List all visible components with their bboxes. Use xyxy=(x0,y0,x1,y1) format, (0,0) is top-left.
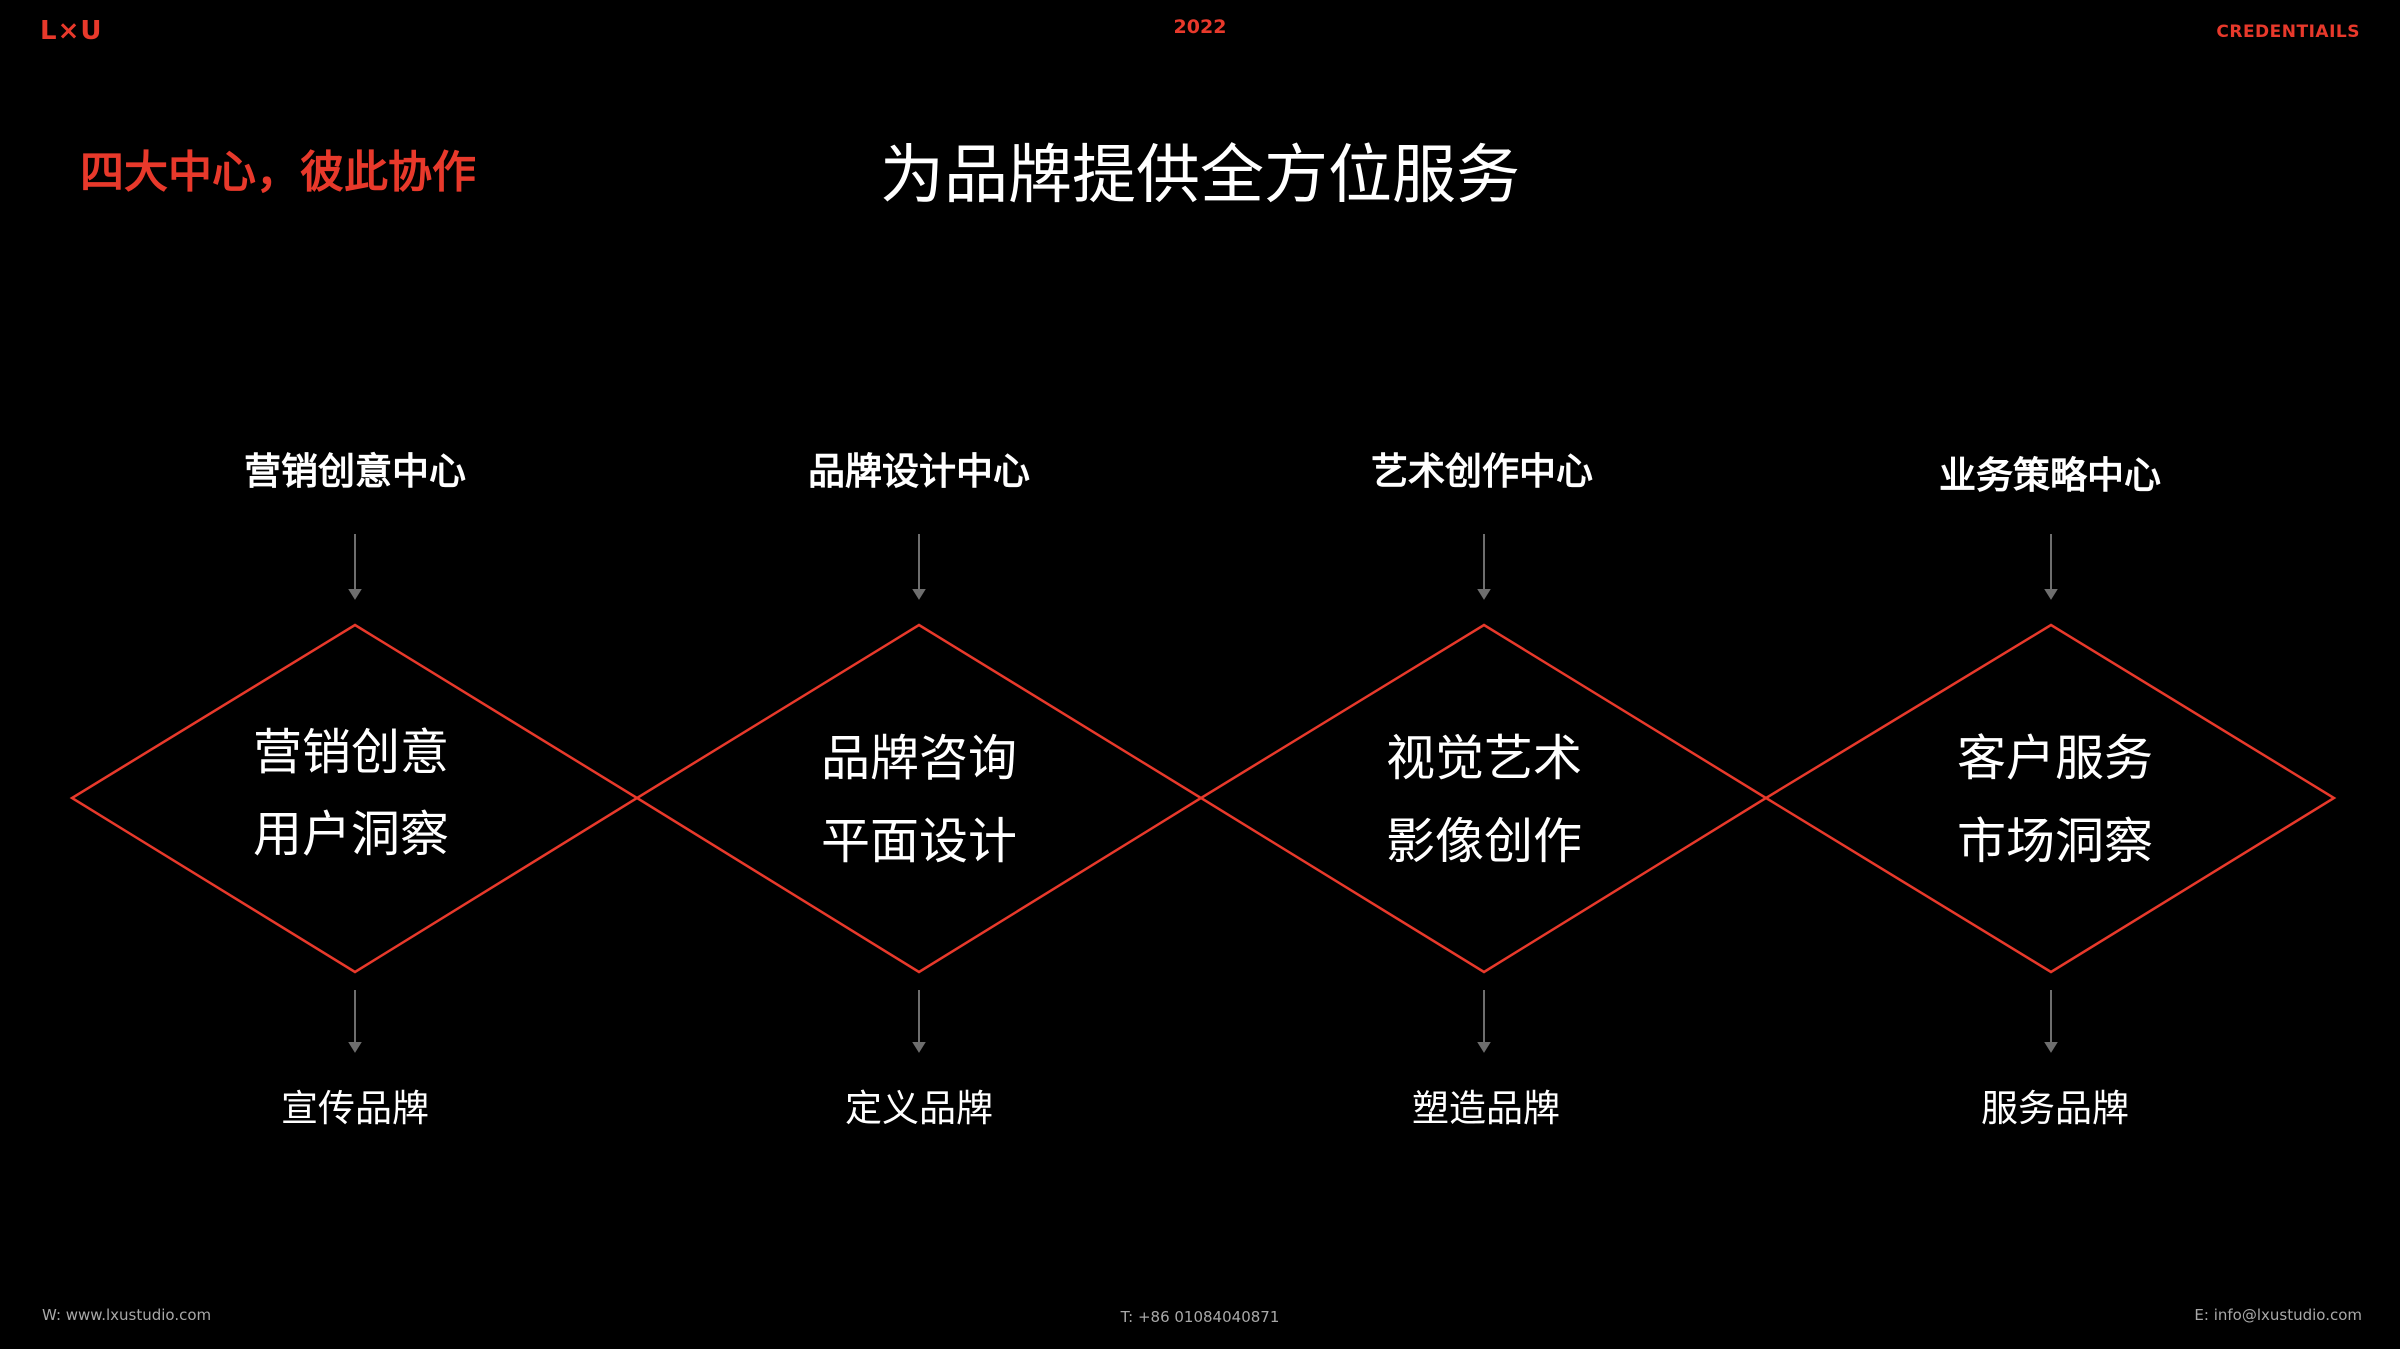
service-item: 影像创作 xyxy=(1385,813,1582,870)
service-item: 平面设计 xyxy=(820,813,1017,870)
arrow-down-icon xyxy=(1477,534,1491,600)
footer-website[interactable]: W: www.lxustudio.com xyxy=(42,1306,212,1324)
outcome-label: 宣传品牌 xyxy=(281,1087,429,1130)
service-item: 营销创意 xyxy=(252,724,449,781)
credentials-label: CREDENTIAILS xyxy=(2216,22,2360,42)
footer-email[interactable]: E: info@lxustudio.com xyxy=(2194,1306,2362,1324)
arrow-down-icon xyxy=(348,990,362,1053)
diamond-1 xyxy=(69,623,640,974)
diamond-2 xyxy=(634,623,1204,974)
service-item: 视觉艺术 xyxy=(1385,730,1582,787)
arrow-down-icon xyxy=(2044,534,2058,600)
arrow-down-icon xyxy=(348,534,362,600)
outcome-label: 塑造品牌 xyxy=(1412,1087,1560,1130)
page-title: 为品牌提供全方位服务 xyxy=(880,139,1520,213)
year-label: 2022 xyxy=(1173,16,1227,38)
service-item: 市场洞察 xyxy=(1956,813,2153,870)
footer-phone: T: +86 01084040871 xyxy=(1120,1308,1280,1326)
center-title-brand-design: 品牌设计中心 xyxy=(808,450,1030,493)
outcome-label: 定义品牌 xyxy=(845,1087,993,1130)
center-title-business-strategy: 业务策略中心 xyxy=(1939,454,2161,497)
service-item: 用户洞察 xyxy=(252,806,449,863)
arrow-down-icon xyxy=(2044,990,2058,1053)
center-title-art-creation: 艺术创作中心 xyxy=(1371,450,1593,493)
outcome-label: 服务品牌 xyxy=(1981,1087,2129,1130)
arrow-down-icon xyxy=(912,534,926,600)
center-title-marketing: 营销创意中心 xyxy=(244,450,466,493)
section-subtitle: 四大中心，彼此协作 xyxy=(80,147,476,198)
logo: L×U xyxy=(40,16,103,46)
service-item: 客户服务 xyxy=(1956,730,2153,787)
arrow-down-icon xyxy=(1477,990,1491,1053)
arrow-down-icon xyxy=(912,990,926,1053)
service-item: 品牌咨询 xyxy=(820,730,1017,787)
diamond-3 xyxy=(1198,623,1769,974)
diamond-4 xyxy=(1763,623,2337,974)
